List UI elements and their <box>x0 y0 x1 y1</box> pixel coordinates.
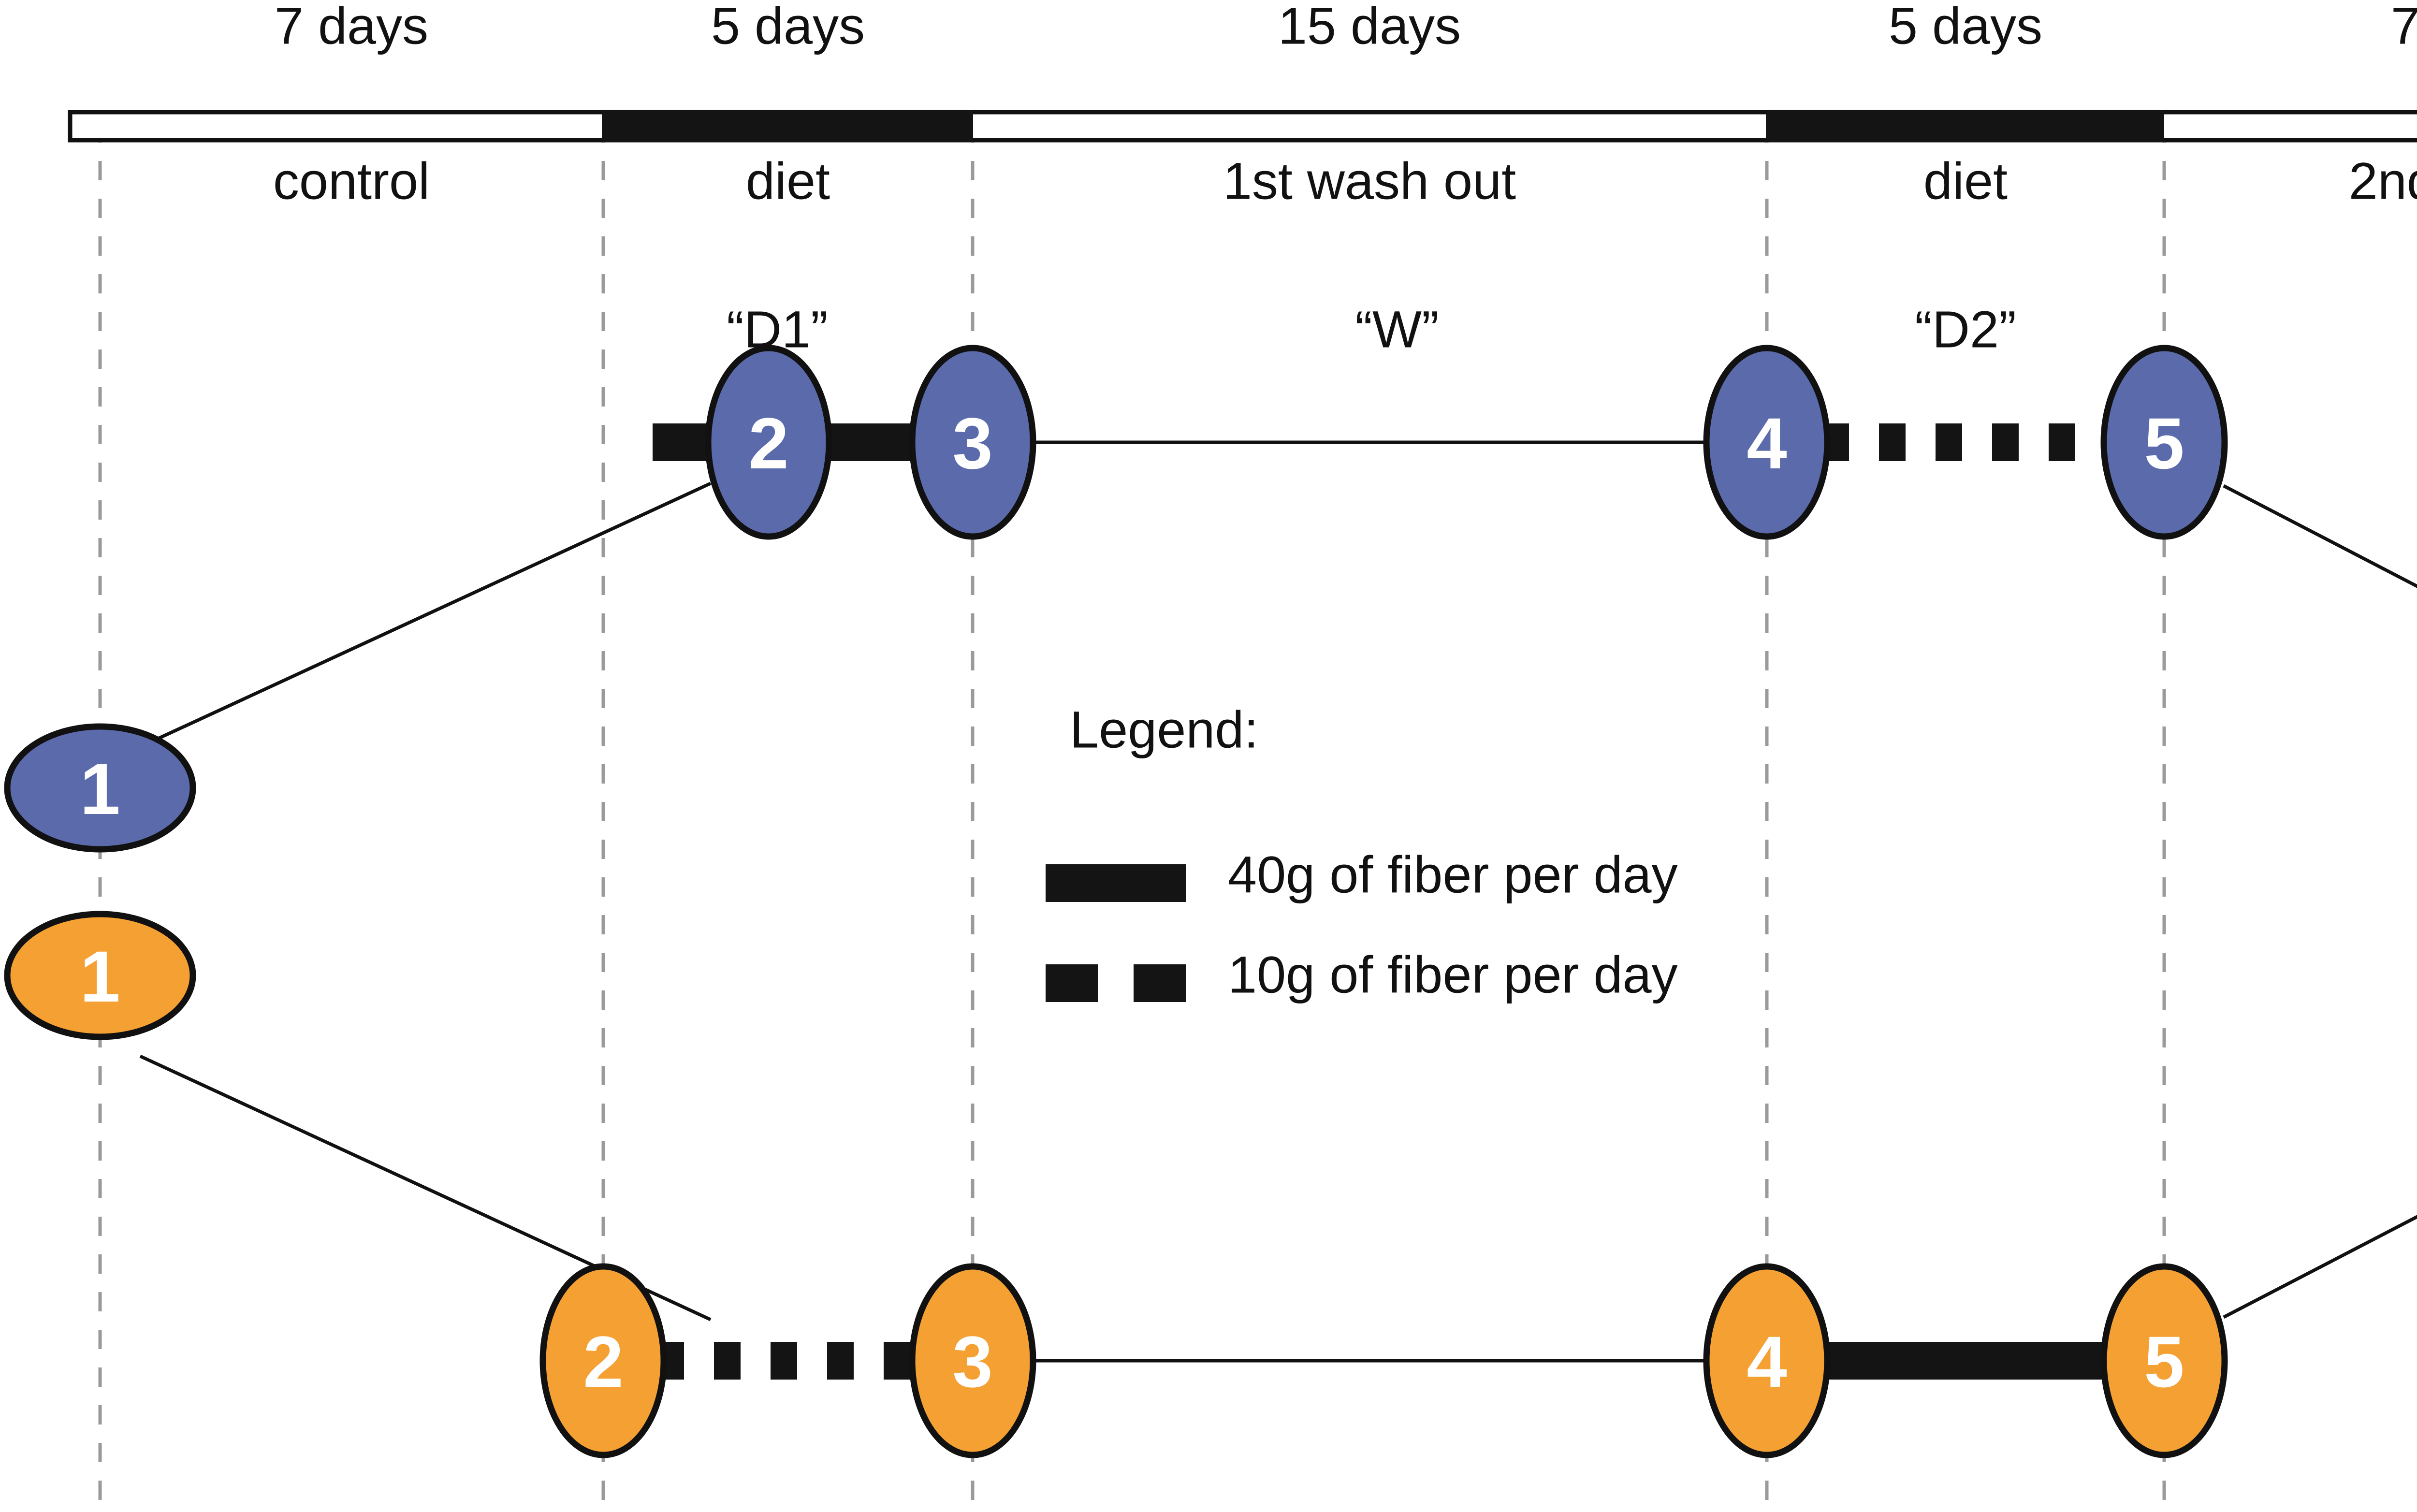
node-blue-3-shape[interactable] <box>909 345 1036 540</box>
legend-label-40g: 40g of fiber per day <box>1228 845 1678 904</box>
code-labels: “D1” “W” “D2” <box>727 300 2016 359</box>
duration-label-3: 15 days <box>1278 0 1461 55</box>
node-blue-4[interactable]: 4 <box>1703 345 1831 540</box>
legend-entry-40g: 40g of fiber per day <box>1046 845 1678 904</box>
legend-swatch-solid-bar-icon <box>1046 864 1186 902</box>
node-blue-5-label: 5 <box>2144 403 2184 484</box>
phase-label-washout-1: 1st wash out <box>1223 152 1516 210</box>
node-orange-4-shape[interactable] <box>1703 1263 1831 1458</box>
timeline-bar-segment-diet-2 <box>1766 110 2164 142</box>
node-blue-5-shape[interactable] <box>2100 345 2228 540</box>
node-orange-4-label: 4 <box>1747 1321 1787 1402</box>
timeline-bar <box>68 110 2417 143</box>
guide-lines <box>98 123 2166 1512</box>
node-orange-1[interactable]: 1 <box>4 911 196 1040</box>
duration-labels: 7 days 5 days 15 days 5 days 7 days <box>275 0 2417 55</box>
code-label-w: “W” <box>1355 300 1439 359</box>
node-orange-5[interactable]: 5 <box>2100 1263 2228 1458</box>
node-orange-2-shape[interactable] <box>539 1263 667 1458</box>
legend-swatch-dashed-bar-icon-part-2 <box>1134 964 1186 1002</box>
blue-link-5-6 <box>2223 484 2417 588</box>
node-orange-4[interactable]: 4 <box>1703 1263 1831 1458</box>
node-orange-1-label: 1 <box>80 936 120 1017</box>
phase-labels: control diet 1st wash out diet 2nd wash … <box>273 152 2417 210</box>
duration-label-1: 7 days <box>275 0 428 55</box>
node-blue-1-shape[interactable] <box>4 723 196 853</box>
node-orange-5-label: 5 <box>2144 1321 2184 1402</box>
legend-title: Legend: <box>1070 700 1258 759</box>
node-blue-3[interactable]: 3 <box>909 345 1036 540</box>
orange-link-5-6 <box>2223 1215 2417 1319</box>
timeline-bar-segment-diet-1 <box>602 110 973 142</box>
blue-arm-nodes: 1 2 3 4 5 6 <box>4 345 2228 853</box>
node-blue-2-shape[interactable] <box>705 345 832 540</box>
duration-label-5: 7 days <box>2391 0 2417 55</box>
blue-link-1-2 <box>139 481 712 749</box>
node-blue-4-shape[interactable] <box>1703 345 1831 540</box>
node-orange-2[interactable]: 2 <box>539 1263 667 1458</box>
node-orange-3[interactable]: 3 <box>909 1263 1036 1458</box>
legend-entry-10g: 10g of fiber per day <box>1046 945 1678 1004</box>
orange-arm-nodes: 1 2 3 4 5 6 <box>4 911 2228 1458</box>
blue-arm-links <box>139 423 2417 749</box>
duration-label-4: 5 days <box>1889 0 2042 55</box>
node-orange-2-label: 2 <box>583 1321 623 1402</box>
node-orange-1-shape[interactable] <box>4 911 196 1040</box>
node-orange-3-label: 3 <box>952 1321 992 1402</box>
phase-label-control: control <box>273 152 430 210</box>
node-orange-3-shape[interactable] <box>909 1263 1036 1458</box>
orange-arm-links <box>139 1054 2417 1380</box>
node-blue-4-label: 4 <box>1747 403 1787 484</box>
node-orange-5-shape[interactable] <box>2100 1263 2228 1458</box>
node-blue-2[interactable]: 2 <box>705 345 832 540</box>
legend: Legend: 40g of fiber per day 10g of fibe… <box>1046 700 1678 1004</box>
phase-label-diet-1: diet <box>746 152 830 210</box>
node-blue-5[interactable]: 5 <box>2100 345 2228 540</box>
phase-label-washout-2: 2nd wash out <box>2349 152 2417 210</box>
node-blue-2-label: 2 <box>748 403 788 484</box>
node-blue-1[interactable]: 1 <box>4 723 196 853</box>
code-label-d2: “D2” <box>1915 300 2016 359</box>
legend-label-10g: 10g of fiber per day <box>1228 945 1678 1004</box>
duration-label-2: 5 days <box>711 0 865 55</box>
legend-swatch-dashed-bar-icon-part-1 <box>1046 964 1098 1002</box>
node-blue-3-label: 3 <box>952 403 992 484</box>
node-blue-1-label: 1 <box>80 748 120 829</box>
phase-label-diet-2: diet <box>1923 152 2008 210</box>
